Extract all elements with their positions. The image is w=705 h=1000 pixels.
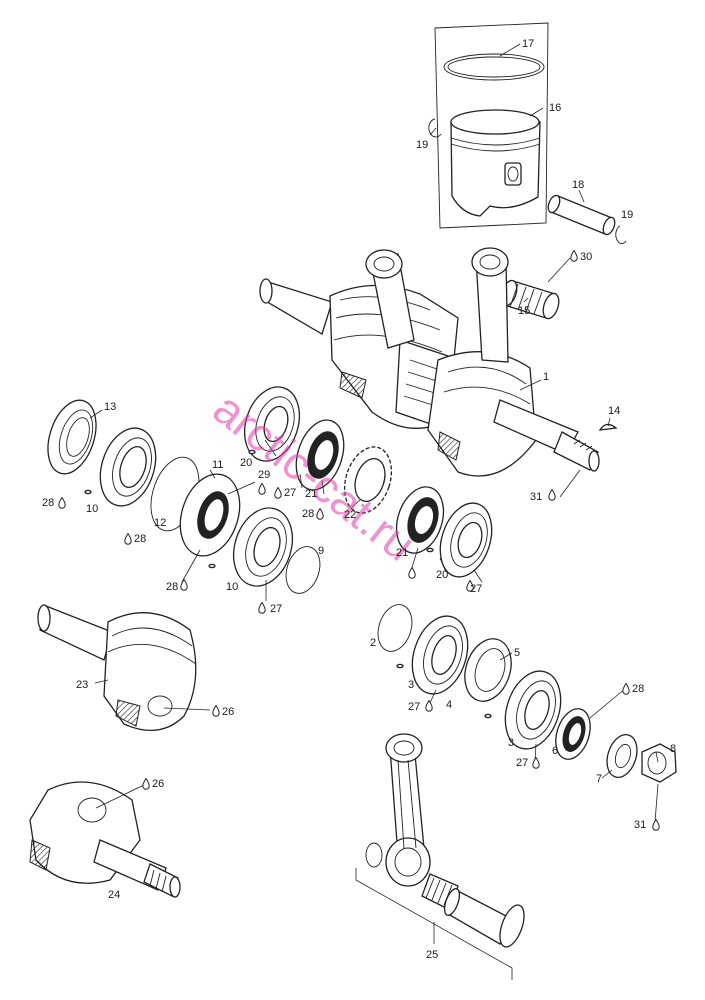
label-27: 27 <box>270 603 282 615</box>
label-3: 3 <box>508 737 514 749</box>
crankshaft-half-right <box>29 781 181 898</box>
grease-drop-icon <box>548 489 556 501</box>
drive-gear <box>343 446 393 514</box>
grease-drop-icon <box>258 602 266 614</box>
circlip <box>615 225 627 245</box>
ball-bearing <box>243 386 301 462</box>
label-28: 28 <box>166 581 178 593</box>
circlip <box>428 118 442 138</box>
label-20: 20 <box>240 457 252 469</box>
crank-pin <box>443 888 525 948</box>
ball-bearing <box>411 615 469 695</box>
label-10: 10 <box>86 503 98 515</box>
label-15: 15 <box>518 305 530 317</box>
ball-bearing <box>232 507 294 587</box>
label-12: 12 <box>154 517 166 529</box>
label-17: 17 <box>522 38 534 50</box>
label-30: 30 <box>580 251 592 263</box>
washer <box>606 733 638 779</box>
label-18: 18 <box>572 179 584 191</box>
label-28: 28 <box>42 497 54 509</box>
labyrinth-seal <box>295 419 345 491</box>
grease-drop-icon <box>212 705 220 717</box>
shim-ring <box>377 604 413 652</box>
grease-drop-icon <box>180 579 188 591</box>
ball-bearing <box>439 502 493 578</box>
ball-bearing <box>99 427 157 507</box>
oil-seal <box>47 399 97 475</box>
spacer-ring <box>464 638 512 702</box>
label-14: 14 <box>608 405 620 417</box>
label-5: 5 <box>514 647 520 659</box>
label-9: 9 <box>318 545 324 557</box>
label-22: 22 <box>344 509 356 521</box>
label-31: 31 <box>530 491 542 503</box>
grease-drop-icon <box>570 250 578 262</box>
label-28: 28 <box>632 683 644 695</box>
label-25: 25 <box>426 949 438 961</box>
grease-drop-icon <box>58 497 66 509</box>
label-28: 28 <box>302 508 314 520</box>
label-11: 11 <box>212 459 223 471</box>
grease-drop-icon <box>425 700 433 712</box>
label-23: 23 <box>76 679 88 691</box>
label-19: 19 <box>621 209 633 221</box>
label-26: 26 <box>222 706 234 718</box>
piston-ring <box>443 53 545 81</box>
grease-drop-icon <box>532 757 540 769</box>
label-29: 29 <box>258 469 270 481</box>
part-labels: 17 16 19 18 19 30 15 1 14 31 13 28 10 28… <box>42 38 676 961</box>
grease-drop-icon <box>652 819 660 831</box>
crankshaft-assembly <box>259 247 600 477</box>
label-26: 26 <box>152 778 164 790</box>
piston-group <box>428 22 549 229</box>
label-19: 19 <box>416 139 428 151</box>
label-7: 7 <box>596 773 602 785</box>
label-21: 21 <box>305 488 317 500</box>
oil-seal <box>555 708 591 760</box>
hex-nut <box>641 743 677 783</box>
roller-bearing <box>504 670 562 750</box>
label-27: 27 <box>284 487 296 499</box>
label-27: 27 <box>516 757 528 769</box>
label-31: 31 <box>634 819 646 831</box>
grease-drop-icon <box>124 533 132 545</box>
label-24: 24 <box>108 889 120 901</box>
piston <box>450 109 541 217</box>
label-27: 27 <box>408 701 420 713</box>
label-16: 16 <box>549 102 561 114</box>
grease-drop-icon <box>258 483 266 495</box>
label-13: 13 <box>104 401 116 413</box>
piston-pin <box>547 194 616 236</box>
small-keys <box>84 449 492 719</box>
label-8: 8 <box>670 743 676 755</box>
label-27: 27 <box>470 583 482 595</box>
label-28: 28 <box>134 533 146 545</box>
label-21: 21 <box>396 547 408 559</box>
label-6: 6 <box>552 745 558 757</box>
label-10: 10 <box>226 581 238 593</box>
connecting-rod-kit <box>355 733 525 980</box>
grease-drop-icon <box>408 567 416 579</box>
grease-drop-icon <box>142 778 150 790</box>
crankshaft-half-left <box>37 604 197 731</box>
label-4: 4 <box>446 699 452 711</box>
thrust-washer <box>179 473 241 557</box>
label-2: 2 <box>370 637 376 649</box>
grease-drop-icon <box>622 683 630 695</box>
labyrinth-seal <box>395 486 445 554</box>
label-3: 3 <box>408 679 414 691</box>
label-20: 20 <box>436 569 448 581</box>
leader-lines <box>89 43 659 823</box>
grease-drop-icon <box>274 487 282 499</box>
label-1: 1 <box>543 371 549 383</box>
shim-ring <box>285 546 321 594</box>
